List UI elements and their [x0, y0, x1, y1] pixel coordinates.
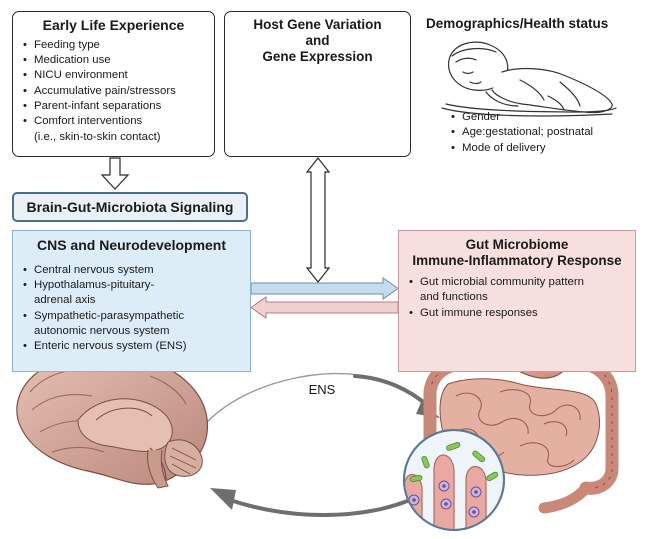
signaling-title: Brain-Gut-Microbiota Signaling	[26, 199, 234, 215]
host-gene-variation-box: Host Gene Variation and Gene Expression	[224, 11, 411, 157]
brain-illustration	[16, 352, 209, 489]
arrow-host-gene-bidirectional	[305, 157, 331, 283]
brain-gut-microbiota-signaling-box: Brain-Gut-Microbiota Signaling	[12, 192, 248, 222]
list-item: Medication use	[22, 53, 205, 69]
gut-microbiota-magnifier	[403, 429, 505, 531]
sleeping-infant-illustration	[441, 41, 617, 117]
early-life-experience-box: Early Life Experience Feeding type Medic…	[12, 11, 215, 157]
list-item: Parent-infant separations	[22, 99, 205, 115]
list-item: Accumulative pain/stressors	[22, 84, 205, 100]
gut-microbiome-box: Gut Microbiome Immune-Inflammatory Respo…	[398, 230, 636, 372]
list-item: Comfort interventions (i.e., skin-to-ski…	[22, 114, 205, 145]
list-item: Gut microbial community pattern and func…	[408, 275, 626, 306]
list-item: Age:gestational; postnatal	[450, 125, 642, 141]
list-item: Mode of delivery	[450, 141, 642, 157]
demographics-list: Gender Age:gestational; postnatal Mode o…	[450, 110, 642, 156]
list-item: Central nervous system	[22, 263, 241, 279]
ens-label: ENS	[302, 381, 342, 399]
list-item: Hypothalamus-pituitary- adrenal axis	[22, 278, 241, 309]
cns-title: CNS and Neurodevelopment	[36, 237, 227, 253]
list-item: Feeding type	[22, 38, 205, 54]
ens-arrow-gut-to-brain	[210, 488, 412, 517]
arrow-gut-to-cns	[250, 296, 399, 319]
early-life-title: Early Life Experience	[42, 17, 185, 33]
host-gene-title: Host Gene Variation and Gene Expression	[253, 17, 382, 64]
list-item: Gender	[450, 110, 642, 126]
gut-list: Gut microbial community pattern and func…	[408, 275, 626, 321]
cns-neurodevelopment-box: CNS and Neurodevelopment Central nervous…	[12, 230, 251, 372]
demographics-title: Demographics/Health status	[426, 16, 609, 31]
arrow-cns-to-gut	[250, 277, 399, 300]
arrow-early-life-to-signaling	[100, 157, 130, 190]
list-item: Gut immune responses	[408, 306, 626, 322]
list-item: NICU environment	[22, 68, 205, 84]
list-item: Sympathetic-parasympathetic autonomic ne…	[22, 309, 241, 340]
cns-list: Central nervous system Hypothalamus-pitu…	[22, 263, 241, 355]
gut-title: Gut Microbiome Immune-Inflammatory Respo…	[412, 237, 622, 268]
list-item: Enteric nervous system (ENS)	[22, 339, 241, 355]
early-life-list: Feeding type Medication use NICU environ…	[22, 38, 205, 145]
